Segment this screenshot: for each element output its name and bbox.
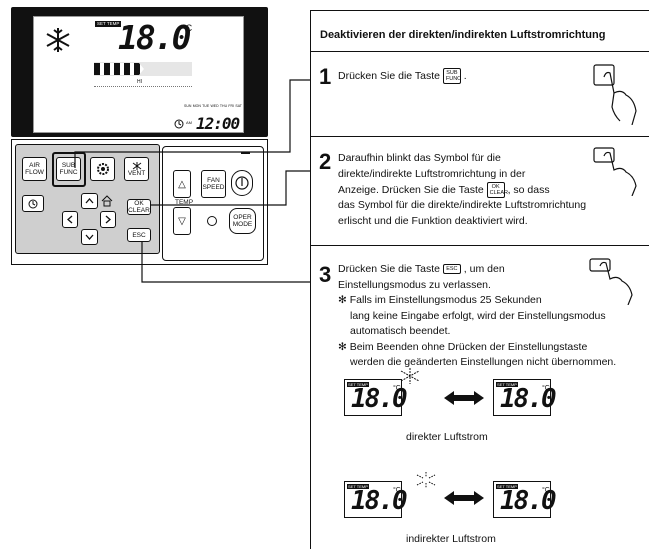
ok-clear-key: OK CLEAR — [486, 182, 508, 198]
lcd-am: AM — [186, 120, 192, 125]
lcd-screen: SET TEMP 18.0 °C HI SUN MON TUE WED THU … — [33, 16, 244, 133]
weekday-row: SUN MON TUE WED THU FRI SAT — [184, 104, 242, 108]
step-2-text: Daraufhin blinkt das Symbol für die dire… — [338, 151, 648, 229]
lcd-unit: °C — [182, 23, 193, 33]
double-arrow-icon — [444, 491, 484, 505]
reset-hole — [207, 216, 217, 226]
sub-func-key: SUB FUNC — [442, 68, 461, 84]
step-2-divider — [311, 245, 649, 246]
indirect-airflow-label: indirekter Luftstrom — [406, 533, 496, 545]
display-direct-right: SET TEMP 18.0 °C — [493, 379, 557, 416]
display-unit: °C — [393, 487, 401, 494]
display-unit: °C — [393, 385, 401, 392]
step-3-text: Drücken Sie die Taste ESC , um den Einst… — [338, 262, 649, 371]
step-2-line3: Anzeige. Drücken Sie die Taste OK CLEAR … — [338, 182, 550, 198]
fan-speed-button[interactable]: FAN SPEED — [201, 170, 226, 198]
triangle-down-icon: ▽ — [178, 215, 186, 227]
display-indirect-right: SET TEMP 18.0 °C — [493, 481, 557, 518]
hand-press-icon — [593, 147, 637, 196]
air-flow-button[interactable]: AIR FLOW — [22, 157, 47, 181]
clock-icon — [174, 119, 184, 129]
step-1-number: 1 — [319, 64, 332, 89]
temp-up-button[interactable]: △ — [173, 170, 191, 198]
instructions-panel: Deaktivieren der direkten/indirekten Luf… — [310, 10, 649, 549]
remote-control: SET TEMP 18.0 °C HI SUN MON TUE WED THU … — [11, 7, 268, 265]
step-3-number: 3 — [319, 262, 332, 287]
chevron-down-icon — [85, 234, 94, 240]
settings-button[interactable] — [90, 157, 115, 181]
lcd-divider — [94, 86, 192, 87]
display-temperature: 18.0 — [500, 486, 557, 516]
set-temp-badge: SET TEMP — [95, 21, 122, 27]
direct-airflow-icon — [400, 368, 420, 384]
left-arrow-button[interactable] — [62, 211, 78, 228]
indirect-airflow-icon — [416, 472, 436, 488]
temp-label: TEMP — [175, 199, 194, 206]
direct-airflow-label: direkter Luftstrom — [406, 431, 488, 443]
lcd-clock: 12:00 — [196, 114, 240, 133]
display-direct-left: SET TEMP 18.0 °C — [344, 379, 408, 416]
down-arrow-button[interactable] — [81, 229, 98, 245]
chevron-left-icon — [67, 215, 73, 224]
chevron-right-icon — [105, 215, 111, 224]
display-temperature: 18.0 — [500, 384, 557, 414]
display-indirect-left: SET TEMP 18.0 °C — [344, 481, 408, 518]
lcd-temperature: 18.0 — [118, 18, 191, 57]
display-unit: °C — [542, 385, 550, 392]
step-3-line1: Drücken Sie die Taste ESC , um den — [338, 263, 505, 275]
chevron-up-icon — [85, 198, 94, 204]
panel-title: Deaktivieren der direkten/indirekten Luf… — [320, 29, 606, 41]
right-arrow-button[interactable] — [100, 211, 116, 228]
right-button-area — [162, 146, 264, 261]
esc-key: ESC — [442, 264, 461, 275]
snowflake-icon — [46, 28, 70, 52]
ok-clear-button[interactable]: OK CLEAR — [127, 199, 151, 215]
title-divider — [311, 51, 649, 52]
vent-button[interactable]: VENT — [124, 157, 149, 181]
fan-speed-bar — [94, 62, 192, 76]
up-arrow-button[interactable] — [81, 193, 98, 209]
sub-func-button[interactable]: SUB FUNC — [56, 157, 81, 181]
display-unit: °C — [542, 487, 550, 494]
oper-mode-button[interactable]: OPER MODE — [229, 208, 256, 234]
hand-press-icon — [593, 64, 637, 125]
esc-button[interactable]: ESC — [127, 228, 151, 242]
timer-icon — [28, 199, 38, 208]
triangle-up-icon: △ — [178, 178, 186, 190]
vent-icon — [132, 161, 141, 170]
lcd-hi: HI — [137, 79, 142, 85]
step-2-number: 2 — [319, 149, 332, 174]
fan-speed-fill — [94, 63, 144, 75]
gear-icon — [96, 163, 109, 175]
power-button[interactable] — [231, 170, 253, 196]
step-1-divider — [311, 136, 649, 137]
power-icon — [235, 176, 249, 190]
step-1-text: Drücken Sie die Taste SUB FUNC . — [338, 68, 467, 84]
double-arrow-icon — [444, 391, 484, 405]
highlight-sub-func — [52, 152, 86, 187]
status-led — [241, 152, 250, 154]
display-temperature: 18.0 — [351, 486, 408, 516]
home-icon — [101, 195, 113, 207]
temp-down-button[interactable]: ▽ — [173, 207, 191, 235]
display-temperature: 18.0 — [351, 384, 408, 414]
hand-press-icon — [589, 258, 633, 305]
timer-button[interactable] — [22, 195, 44, 212]
